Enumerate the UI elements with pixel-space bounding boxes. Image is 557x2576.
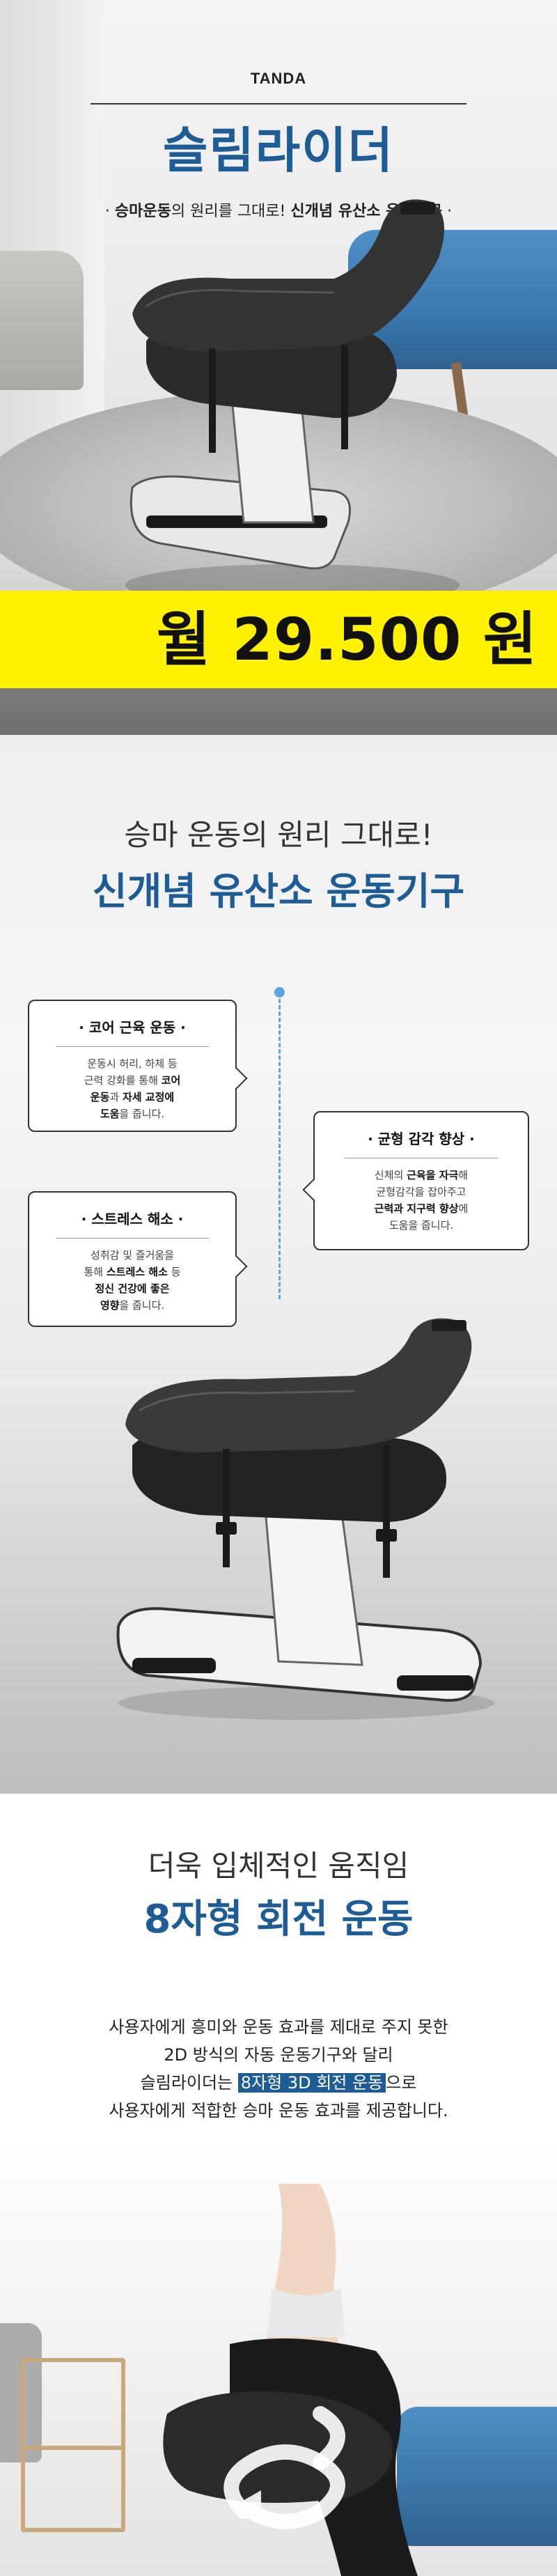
features-section: 승마 운동의 원리 그대로! 신개념 유산소 운동기구 · 코어 근육 운동 ·… — [0, 735, 557, 1794]
feature-description: 운동시 허리, 하체 등 근력 강화를 통해 코어 운동과 자세 교정에 도움을… — [84, 1057, 181, 1120]
timeline-dashed-line — [278, 993, 281, 1299]
motion-headline: 더욱 입체적인 움직임 — [148, 1849, 409, 1883]
title-divider — [91, 103, 466, 104]
feature-title: · 스트레스 해소 · — [81, 1211, 184, 1227]
background-sofa — [397, 2407, 557, 2546]
divider — [56, 1238, 209, 1239]
motion-description: 사용자에게 흥미와 운동 효과를 제대로 주지 못한 2D 방식의 자동 운동기… — [109, 2017, 448, 2120]
highlight-8-figure-motion: 8자형 3D 회전 운동 — [237, 2073, 386, 2093]
brand-name: TANDA — [250, 70, 307, 87]
usage-photo — [0, 2184, 557, 2576]
riding-machine-product-image — [116, 1318, 494, 1720]
riding-machine-image — [125, 199, 460, 606]
background-chair — [0, 251, 84, 390]
monthly-price: 월 29.500 원 — [156, 605, 538, 674]
features-title: 신개념 유산소 운동기구 — [92, 869, 465, 913]
feature-bubble-stress: · 스트레스 해소 · 성취감 및 즐거움을 통해 스트레스 해소 등 정신 건… — [28, 1191, 248, 1327]
rider-on-machine-image — [163, 2184, 418, 2576]
features-headline: 승마 운동의 원리 그대로! — [124, 818, 433, 852]
price-banner: 월 29.500 원 — [0, 591, 557, 688]
timeline-dot — [274, 987, 285, 998]
product-title: 슬림라이더 — [163, 122, 394, 179]
hero-section: TANDA 슬림라이더 · 승마운동의 원리를 그대로! 신개념 유산소 운동기… — [0, 0, 557, 735]
feature-bubble-core: · 코어 근육 운동 · 운동시 허리, 하체 등 근력 강화를 통해 코어 운… — [28, 1000, 248, 1132]
feature-description: 신체의 근육을 자극해 균형감각을 잡아주고 근력과 지구력 향상에 도움을 줍… — [374, 1169, 469, 1232]
feature-description: 성취감 및 즐거움을 통해 스트레스 해소 등 정신 건강에 좋은 영향을 줍니… — [84, 1249, 181, 1312]
divider — [56, 1046, 209, 1047]
motion-section: 더욱 입체적인 움직임 8자형 회전 운동 사용자에게 흥미와 운동 효과를 제… — [0, 1794, 557, 2576]
background-wall — [0, 0, 104, 488]
motion-title: 8자형 회전 운동 — [143, 1897, 414, 1942]
feature-title: · 코어 근육 운동 · — [79, 1019, 186, 1036]
feature-title: · 균형 감각 향상 · — [368, 1131, 475, 1147]
background-shelf — [21, 2358, 125, 2532]
feature-bubble-balance: · 균형 감각 향상 · 신체의 근육을 자극해 균형감각을 잡아주고 근력과 … — [302, 1111, 529, 1250]
